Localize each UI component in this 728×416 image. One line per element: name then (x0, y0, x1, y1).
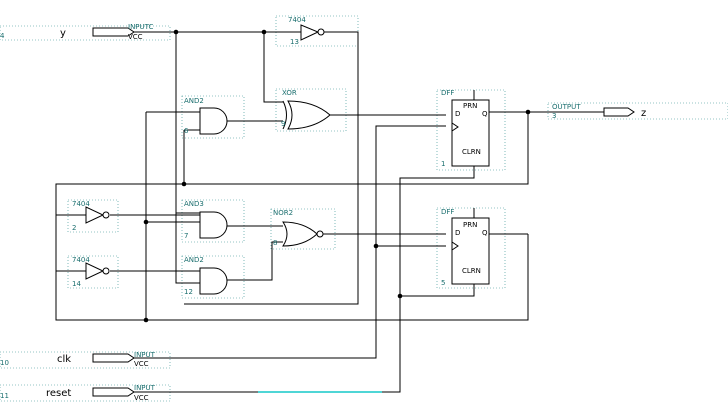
dff-top-q: Q (482, 110, 488, 118)
and-gate-top: AND2 6 (184, 97, 228, 135)
not-mid-index: 2 (72, 224, 76, 232)
and3-type: AND3 (184, 200, 204, 208)
dff-bottom-index: 5 (441, 279, 445, 287)
not-mid-type: 7404 (72, 200, 90, 208)
not-top-index: 13 (290, 38, 299, 46)
not-gate-bottom: 7404 14 (72, 256, 110, 288)
input-clk-index: 10 (0, 359, 9, 367)
dff-top-clrn: CLRN (462, 148, 481, 156)
and-bottom-type: AND2 (184, 256, 204, 264)
and-top-type: AND2 (184, 97, 204, 105)
input-reset-name: reset (46, 388, 71, 399)
input-reset-type: INPUT (134, 384, 156, 392)
not-gate-mid: 7404 2 (72, 200, 110, 232)
and-bottom-index: 12 (184, 288, 193, 296)
nor-gate: NOR2 8 (273, 209, 324, 247)
dff-top-prn: PRN (463, 102, 477, 110)
dff-bottom-prn: PRN (463, 221, 477, 229)
and3-index: 7 (184, 232, 188, 240)
dff-bottom-q: Q (482, 229, 488, 237)
and3-gate: AND3 7 (184, 200, 228, 240)
dff-top-index: 1 (441, 160, 445, 168)
output-z: z OUTPUT 3 (552, 103, 646, 120)
input-y-type: INPUTC (128, 23, 154, 31)
dff-bottom-clrn: CLRN (462, 267, 481, 275)
input-clk: clk INPUT VCC 10 (0, 351, 156, 368)
output-z-name: z (641, 108, 646, 119)
dff-top-d: D (455, 110, 460, 118)
input-y-index: 4 (0, 32, 5, 40)
input-clk-type: INPUT (134, 351, 156, 359)
input-y-name: y (60, 28, 66, 39)
wires (55, 31, 604, 393)
junction-dots (143, 29, 531, 323)
dff-bottom-d: D (455, 229, 460, 237)
not-top-type: 7404 (288, 16, 306, 24)
input-clk-name: clk (57, 354, 71, 365)
dff-top-type: DFF (441, 89, 454, 97)
not-bottom-index: 14 (72, 280, 81, 288)
and-gate-bottom: AND2 12 (184, 256, 228, 296)
input-reset-vcc: VCC (134, 394, 149, 402)
not-gate-top: 7404 13 (288, 16, 358, 46)
dff-bottom: DFF PRN D Q CLRN 5 (441, 208, 490, 287)
dff-bottom-type: DFF (441, 208, 454, 216)
input-clk-vcc: VCC (134, 360, 149, 368)
input-y: y INPUTC VCC 4 (0, 23, 154, 41)
input-reset-index: 11 (0, 392, 9, 400)
and-top-index: 6 (184, 127, 189, 135)
output-z-type: OUTPUT (552, 103, 581, 111)
nor-type: NOR2 (273, 209, 293, 217)
output-z-index: 3 (552, 112, 556, 120)
dff-top: DFF PRN D Q CLRN 1 (441, 89, 490, 168)
xor-index: 9 (281, 120, 285, 128)
not-bottom-type: 7404 (72, 256, 90, 264)
input-y-vcc: VCC (128, 33, 143, 41)
xor-gate: XOR 9 (281, 89, 331, 130)
input-reset: reset INPUT VCC 11 (0, 384, 156, 402)
component-frames (0, 15, 728, 402)
xor-type: XOR (282, 89, 297, 97)
nor-index: 8 (273, 239, 277, 247)
